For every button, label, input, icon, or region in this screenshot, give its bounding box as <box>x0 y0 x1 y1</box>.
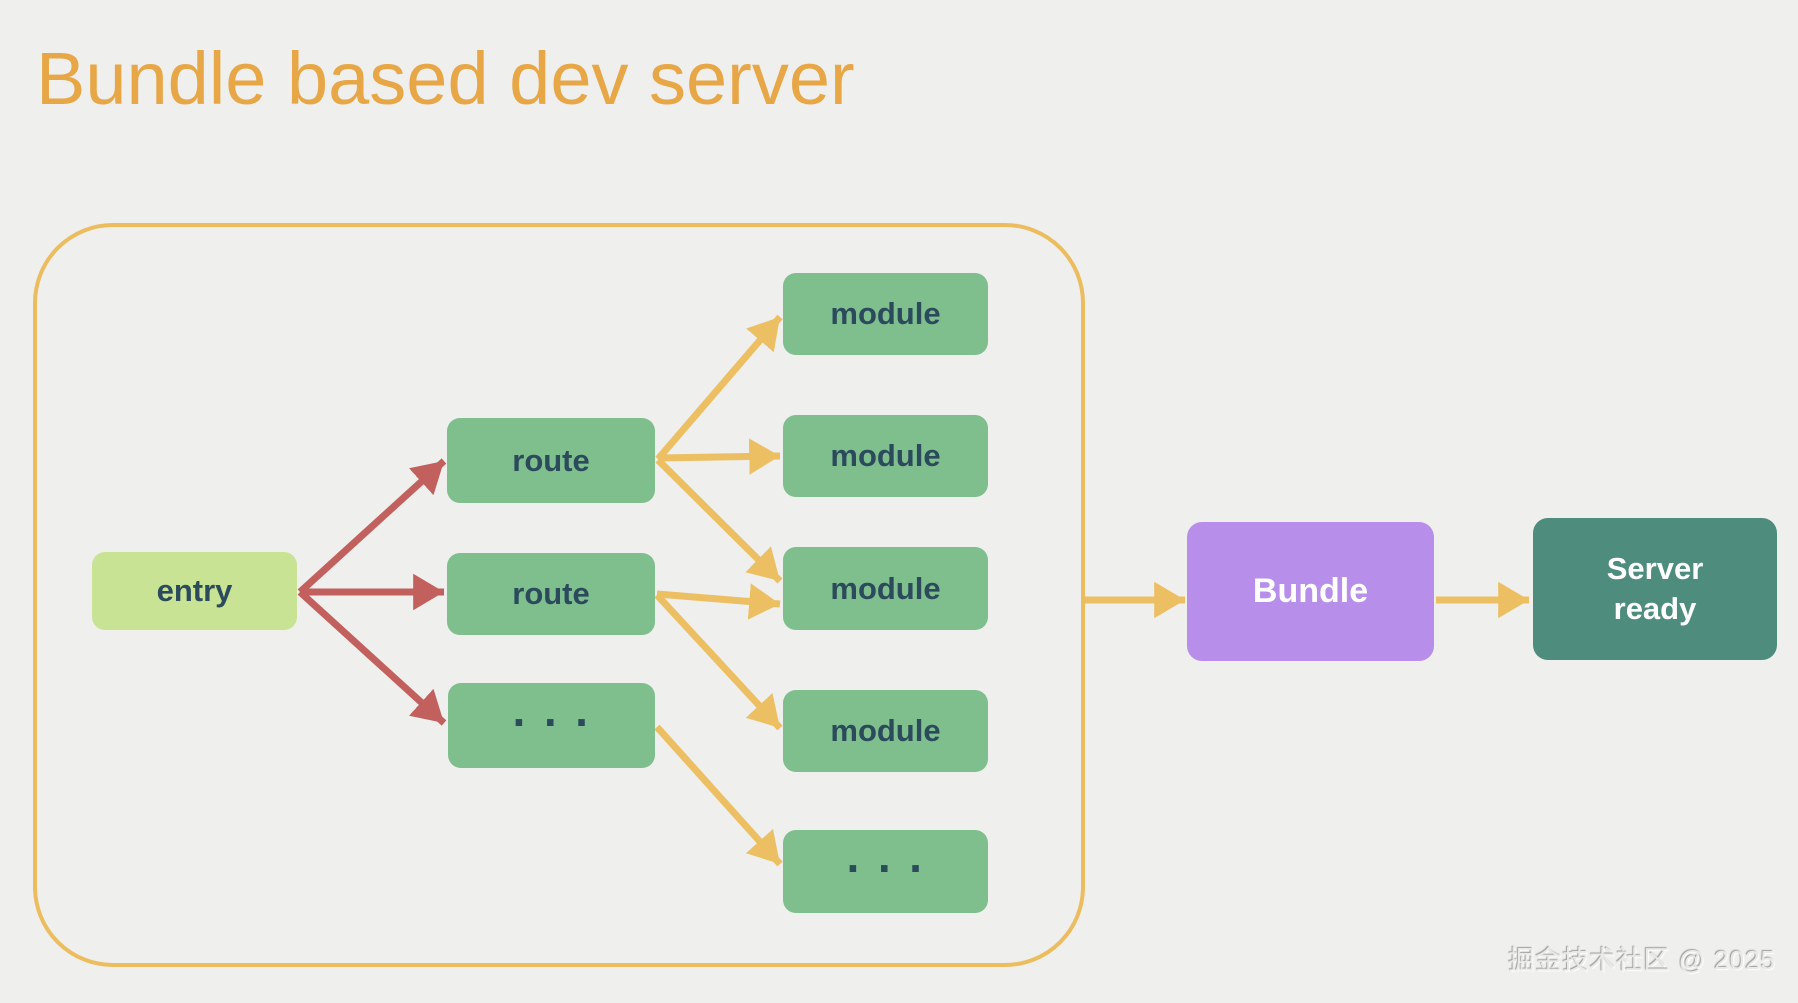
bundle-node-label: Bundle <box>1252 572 1369 610</box>
module-node-4-label: module <box>830 713 941 748</box>
module-node-3: module <box>783 547 988 630</box>
entry-node: entry <box>92 552 297 630</box>
module-node-2-label: module <box>830 438 941 473</box>
route-node-2-label: route <box>512 576 590 611</box>
route-node-1: route <box>447 418 655 503</box>
page-title: Bundle based dev server <box>36 37 855 120</box>
route-node-1-label: route <box>512 442 590 478</box>
bundle-node: Bundle <box>1187 522 1434 661</box>
module-node-2: module <box>783 415 988 497</box>
watermark: 掘金技术社区 @ 2025 <box>1508 945 1776 975</box>
module-node-3-label: module <box>830 570 941 606</box>
server-ready-line1: Server <box>1606 551 1704 587</box>
server-ready-line2: ready <box>1613 591 1697 626</box>
module-node-1-label: module <box>830 296 941 331</box>
server-ready-node: Server ready <box>1533 518 1777 660</box>
route-to-module-arrows <box>654 314 783 867</box>
module-node-1: module <box>783 273 988 355</box>
entry-node-label: entry <box>156 573 233 608</box>
route-node-ellipsis: ··· <box>448 683 655 768</box>
module-node-4: module <box>783 690 988 772</box>
pipeline-container <box>33 223 1085 967</box>
route-node-2: route <box>447 553 655 635</box>
entry-to-route-arrows <box>297 458 447 726</box>
module-node-ellipsis: ··· <box>783 830 988 913</box>
